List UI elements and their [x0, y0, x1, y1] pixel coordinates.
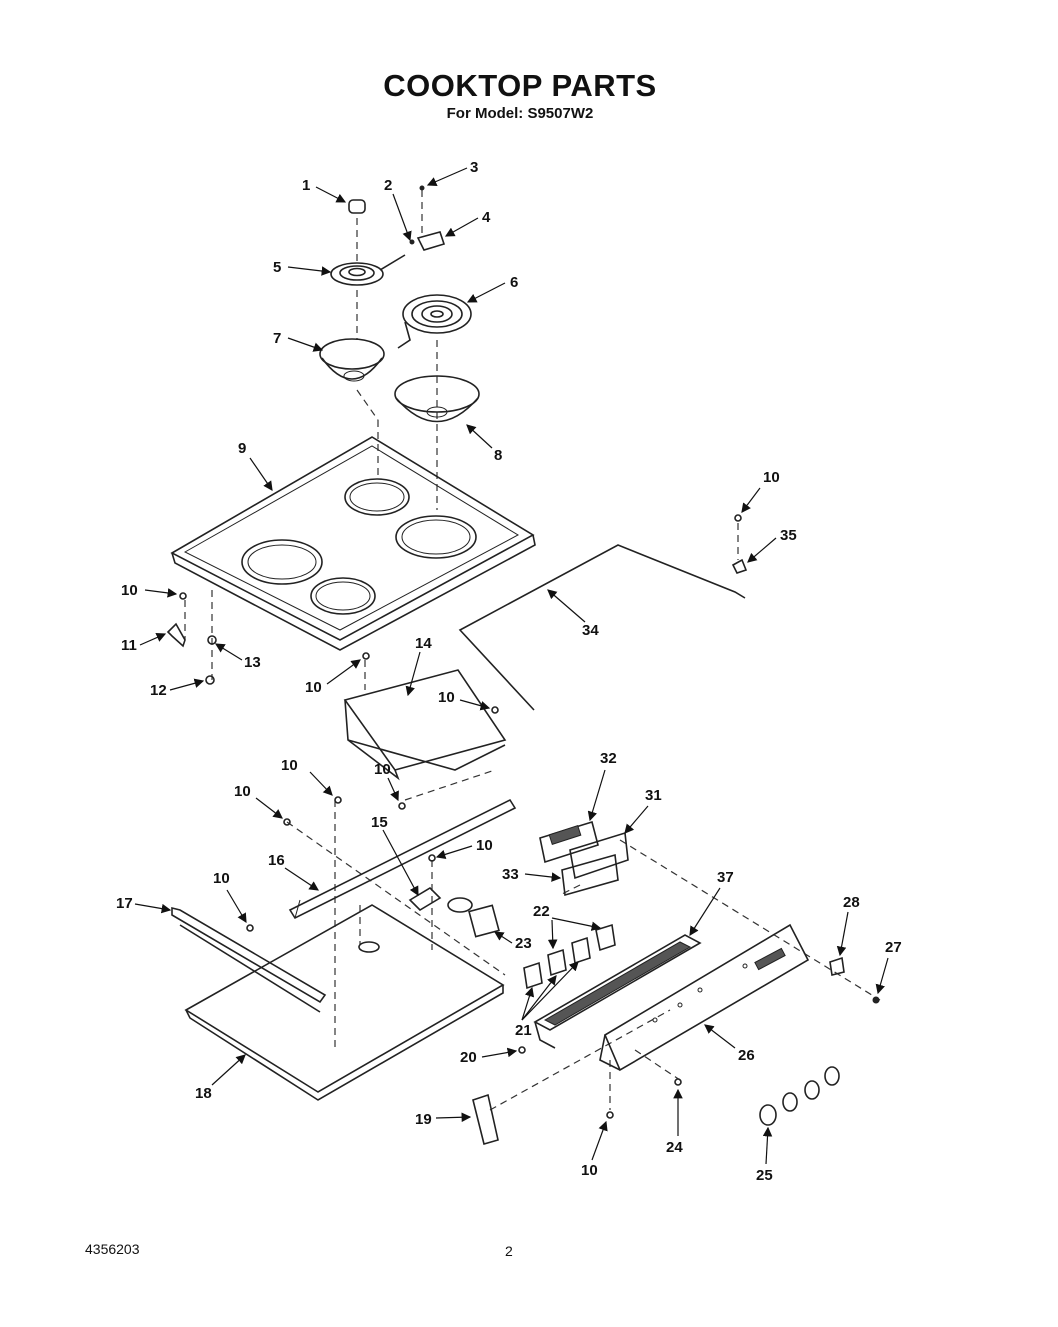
document-number: 4356203: [85, 1241, 140, 1257]
callout-17: 17: [116, 895, 133, 912]
callout-10-g: 10: [234, 783, 251, 800]
callout-37: 37: [717, 869, 734, 886]
part-33-drawing: [561, 853, 619, 897]
callout-10-a: 10: [763, 469, 780, 486]
callout-20: 20: [460, 1049, 477, 1066]
callout-10-i: 10: [213, 870, 230, 887]
part-16-drawing: [288, 798, 517, 920]
callout-18: 18: [195, 1085, 212, 1102]
part-23-drawing: [447, 897, 500, 938]
screw-drawings: [179, 514, 742, 1119]
callout-21: 21: [515, 1022, 532, 1039]
part-7-drawing: [319, 338, 385, 382]
callout-15: 15: [371, 814, 388, 831]
part-drawings: [166, 185, 880, 1145]
part-19-drawing: [472, 1093, 499, 1145]
callout-1: 1: [302, 177, 310, 194]
part-31-drawing: [569, 831, 629, 880]
part-27-drawing: [872, 996, 880, 1004]
callout-10-b: 10: [121, 582, 138, 599]
callout-34: 34: [582, 622, 599, 639]
part-18-drawing: [184, 904, 505, 1101]
part-26-drawing: [599, 923, 810, 1072]
callout-19: 19: [415, 1111, 432, 1128]
part-5-drawing: [330, 254, 406, 286]
callout-28: 28: [843, 894, 860, 911]
part-32-drawing: [539, 820, 599, 864]
part-6-drawing: [397, 294, 472, 349]
part-37-drawing: [533, 934, 702, 1049]
callout-35: 35: [780, 527, 797, 544]
part-34-drawing: [458, 544, 746, 711]
part-4-drawing: [416, 231, 446, 251]
callout-10-c: 10: [305, 679, 322, 696]
part-17-drawing: [171, 906, 327, 1013]
callout-2: 2: [384, 177, 392, 194]
callout-11: 11: [121, 637, 137, 654]
part-9-cooktop-drawing: [170, 436, 536, 651]
callout-12: 12: [150, 682, 167, 699]
part-25-drawing: [759, 1066, 840, 1126]
part-35-drawing: [731, 558, 748, 574]
part-11-drawing: [166, 622, 186, 648]
callout-8: 8: [494, 447, 502, 464]
callout-33: 33: [502, 866, 519, 883]
part-20-drawing: [518, 1046, 526, 1054]
callout-4: 4: [482, 209, 491, 226]
callout-10-f: 10: [374, 761, 391, 778]
callout-5: 5: [273, 259, 281, 276]
callout-31: 31: [645, 787, 662, 804]
page-subtitle: For Model: S9507W2: [446, 105, 594, 122]
part-28-drawing: [829, 956, 845, 976]
callout-25: 25: [756, 1167, 773, 1184]
part-15-drawing: [408, 886, 442, 912]
callout-13: 13: [244, 654, 261, 671]
callout-32: 32: [600, 750, 617, 767]
callout-22: 22: [533, 903, 550, 920]
callout-10-d: 10: [438, 689, 455, 706]
callout-24: 24: [666, 1139, 683, 1156]
part-1-drawing: [348, 199, 366, 214]
callout-26: 26: [738, 1047, 755, 1064]
callout-10-e: 10: [281, 757, 298, 774]
part-14-drawing: [343, 669, 507, 781]
page-title: COOKTOP PARTS: [383, 68, 657, 103]
part-13-drawing: [207, 635, 217, 645]
callout-7: 7: [273, 330, 281, 347]
callout-16: 16: [268, 852, 285, 869]
alignment-lines: [184, 190, 881, 1111]
callout-10-h: 10: [476, 837, 493, 854]
callout-3: 3: [470, 159, 478, 176]
callout-27: 27: [885, 939, 902, 956]
callout-10-j: 10: [581, 1162, 598, 1179]
part-21-22-drawings: [523, 923, 616, 990]
callout-14: 14: [415, 635, 432, 652]
callout-9: 9: [238, 440, 246, 457]
page-number: 2: [505, 1243, 513, 1259]
callout-23: 23: [515, 935, 532, 952]
callout-6: 6: [510, 274, 518, 291]
part-8-drawing: [394, 375, 480, 423]
callouts: 1 2 3 4 5 6 7 8 9 10 35 34 10: [116, 159, 902, 1184]
part-24-drawing: [674, 1078, 682, 1086]
part-12-drawing: [205, 675, 215, 685]
